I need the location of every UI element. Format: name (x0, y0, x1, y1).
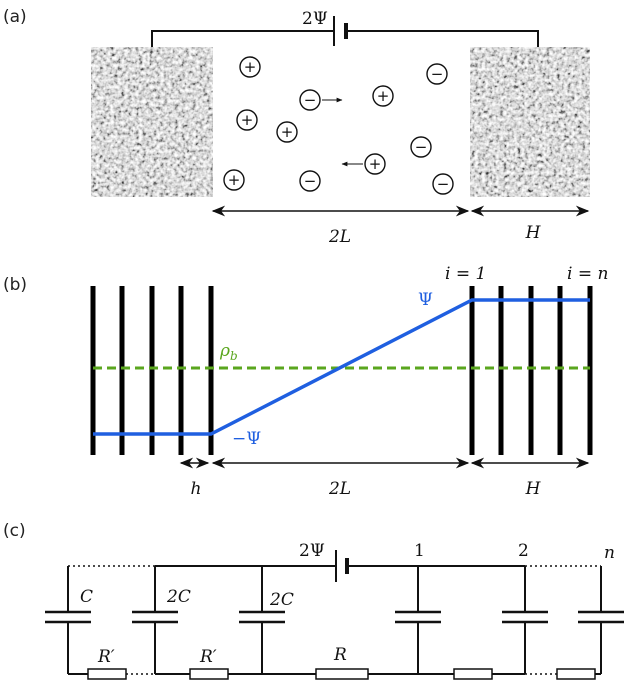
svg-text:−: − (304, 172, 317, 190)
node-label-2: 2 (518, 541, 529, 561)
panel-c-battery-label: 2Ψ (299, 541, 325, 561)
first-plate-label: i = 1 (445, 264, 486, 284)
resistor-label-R: R (333, 645, 347, 665)
svg-text:+: + (244, 58, 257, 76)
resistor-label-R-prime: R′ (97, 647, 115, 667)
potential-profile (93, 298, 590, 436)
capacitor-branch (578, 566, 624, 674)
svg-text:+: + (377, 87, 390, 105)
capacitor-branch (239, 566, 285, 674)
capacitor-branch (45, 566, 91, 674)
panel-a-wire-right (346, 30, 539, 47)
right-porous-electrode (470, 47, 590, 197)
ion-negative: − (432, 173, 454, 195)
resistor (453, 668, 493, 680)
panel-c-label: (c) (3, 521, 26, 541)
svg-text:−: − (415, 138, 428, 156)
last-plate-label: i = n (567, 264, 608, 284)
panel-b-gap-label: 2L (328, 479, 351, 499)
resistor-label-R-prime: R′ (199, 647, 217, 667)
capacitor-label-C: C (80, 587, 93, 607)
ion-positive: + (364, 153, 386, 175)
potential-low-label: −Ψ (232, 429, 261, 449)
panel-a-wire-left (151, 30, 334, 47)
ion-positive: + (276, 121, 298, 143)
ion-positive: + (223, 169, 245, 191)
svg-text:−: − (437, 175, 450, 193)
resistor (189, 668, 229, 680)
svg-text:+: + (241, 111, 254, 129)
panel-a-electrode-label: H (525, 223, 542, 243)
resistor (556, 668, 596, 680)
ion-positive: + (372, 85, 394, 107)
ion-group: + − + − + + − + + − − (223, 56, 454, 195)
panel-a-gap-label: 2L (328, 227, 351, 247)
potential-high-label: Ψ (418, 290, 433, 310)
panel-b-label: (b) (3, 275, 27, 295)
svg-text:−: − (304, 91, 317, 109)
svg-text:+: + (369, 155, 382, 173)
node-label-n: n (604, 543, 615, 563)
capacitor-label-2C: 2C (269, 590, 294, 610)
svg-text:−: − (431, 65, 444, 83)
ion-negative: − (426, 63, 448, 85)
node-label-1: 1 (414, 541, 425, 561)
capacitor-label-2C: 2C (166, 587, 191, 607)
capacitor-branch (502, 566, 548, 674)
panel-b-spacing-label: h (191, 479, 202, 499)
panel-a-battery-label: 2Ψ (302, 9, 328, 29)
panel-b-electrode-label: H (525, 479, 542, 499)
resistor (315, 668, 369, 680)
panel-c: (c) 2Ψ 1 2 n (3, 521, 624, 680)
capacitor-branch (395, 566, 441, 674)
resistor (87, 668, 127, 680)
panel-b: (b) ρb Ψ −Ψ i = 1 i = n h (3, 264, 608, 499)
ion-negative: − (299, 89, 321, 111)
ion-negative: − (410, 136, 432, 158)
capacitor-branch (132, 566, 178, 674)
left-plates (90, 286, 214, 455)
left-porous-electrode (91, 47, 213, 197)
ion-positive: + (239, 56, 261, 78)
panel-a-label: (a) (3, 7, 27, 27)
ion-positive: + (236, 109, 258, 131)
svg-text:+: + (281, 123, 294, 141)
right-plates (469, 286, 593, 455)
ion-negative: − (299, 170, 321, 192)
svg-text:+: + (228, 171, 241, 189)
panel-a: (a) 2Ψ + − + − + + − + + − − 2L H (3, 7, 590, 247)
density-label: ρb (219, 341, 238, 363)
